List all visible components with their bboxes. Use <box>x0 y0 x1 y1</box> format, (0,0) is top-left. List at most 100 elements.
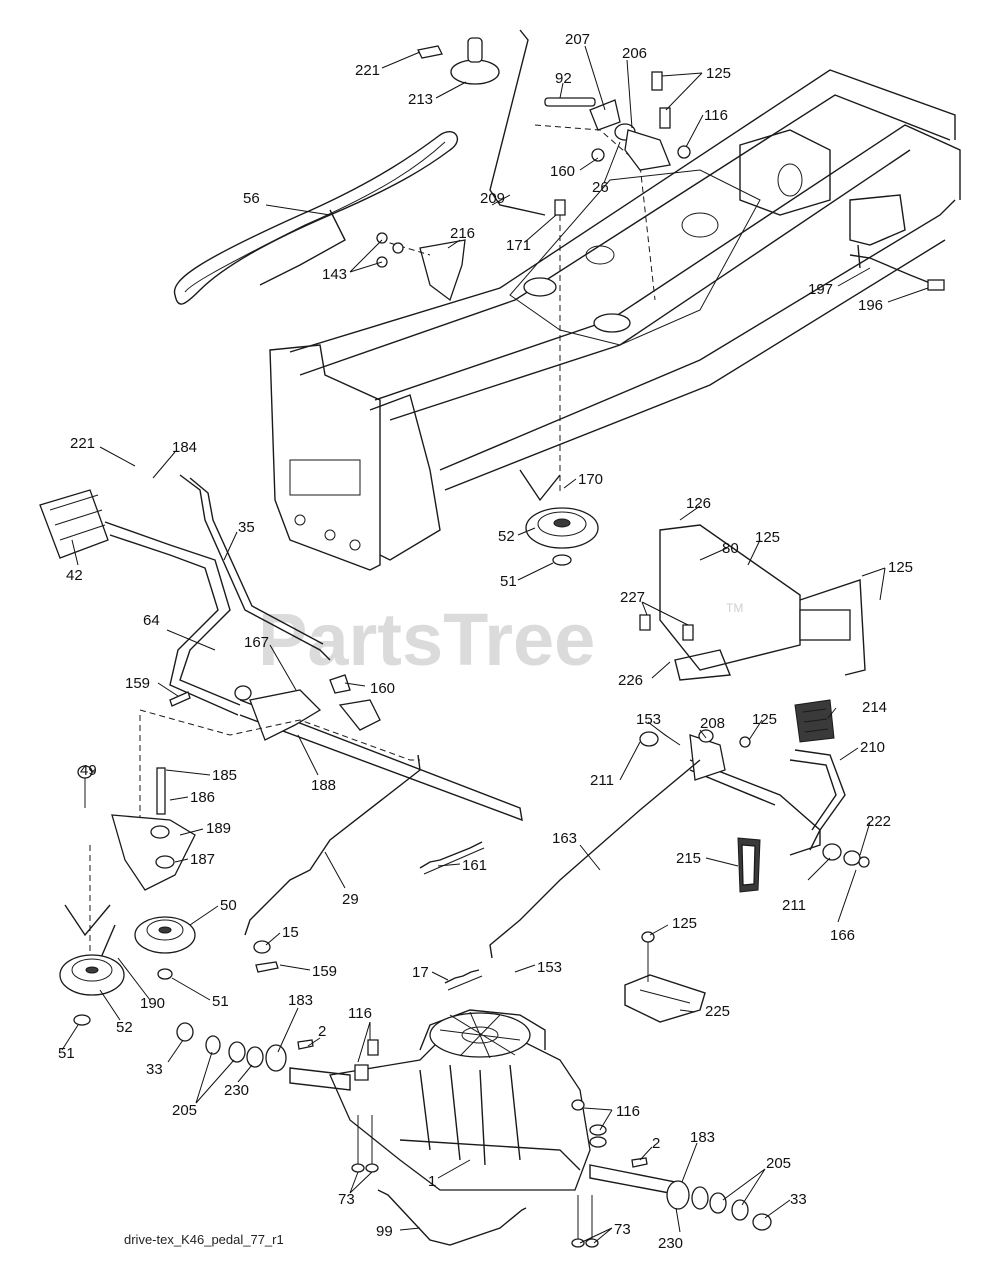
callout-125e: 125 <box>672 915 697 932</box>
callout-160b: 160 <box>370 680 395 697</box>
pedal-pad-215 <box>737 837 761 893</box>
callout-51: 51 <box>500 573 517 590</box>
callout-143: 143 <box>322 266 347 283</box>
diagram-caption: drive-tex_K46_pedal_77_r1 <box>124 1232 284 1247</box>
callout-161: 161 <box>462 857 487 874</box>
callout-116b: 116 <box>348 1005 372 1022</box>
callout-126: 126 <box>686 495 711 512</box>
right-axle-hardware <box>631 1157 772 1231</box>
idler-pulley-center <box>519 469 599 566</box>
rod-99 <box>377 1189 527 1246</box>
callout-185: 185 <box>212 767 237 784</box>
callout-226: 226 <box>618 672 643 689</box>
partstree-watermark: PartsTree <box>258 598 595 681</box>
clevis-pin-15 <box>169 691 279 973</box>
callout-159: 159 <box>125 675 150 692</box>
leader-lines <box>61 45 929 1244</box>
linkage-rod-29 <box>244 754 421 936</box>
callout-29: 29 <box>342 891 359 908</box>
callout-80: 80 <box>722 540 739 557</box>
left-axle-hardware <box>176 1022 314 1072</box>
callout-221b: 221 <box>70 435 95 452</box>
callout-159b: 159 <box>312 963 337 980</box>
top-small-parts <box>417 29 691 301</box>
callout-166: 166 <box>830 927 855 944</box>
idler-pulley-left <box>59 904 125 1026</box>
callout-125c: 125 <box>888 559 913 576</box>
control-rod-35 <box>179 474 331 661</box>
callout-56: 56 <box>243 190 260 207</box>
callout-2b: 2 <box>652 1135 660 1152</box>
callout-211: 211 <box>590 772 614 789</box>
callout-99: 99 <box>376 1223 393 1240</box>
bracket-216 <box>376 232 466 302</box>
callout-183: 183 <box>288 992 313 1009</box>
callout-163: 163 <box>552 830 577 847</box>
callout-230b: 230 <box>658 1235 683 1252</box>
callout-211b: 211 <box>782 897 806 914</box>
hand-grip-42 <box>39 489 109 559</box>
brake-link-197 <box>849 244 945 291</box>
callout-52b: 52 <box>116 1019 133 1036</box>
callout-196: 196 <box>858 297 883 314</box>
callout-221: 221 <box>355 62 380 79</box>
callout-208: 208 <box>700 715 725 732</box>
callout-33b: 33 <box>790 1191 807 1208</box>
callout-206: 206 <box>622 45 647 62</box>
callout-230: 230 <box>224 1082 249 1099</box>
callout-190: 190 <box>140 995 165 1012</box>
callout-52: 52 <box>498 528 515 545</box>
callout-210: 210 <box>860 739 885 756</box>
callout-216: 216 <box>450 225 475 242</box>
callout-26: 26 <box>592 179 609 196</box>
callout-222: 222 <box>866 813 891 830</box>
callout-153b: 153 <box>537 959 562 976</box>
callout-17: 17 <box>412 964 429 981</box>
callout-116c: 116 <box>616 1103 640 1120</box>
callout-167: 167 <box>244 634 269 651</box>
callout-188: 188 <box>311 777 336 794</box>
bracket-80 <box>639 524 866 681</box>
callout-215: 215 <box>676 850 701 867</box>
callout-33: 33 <box>146 1061 163 1078</box>
callout-116: 116 <box>704 107 728 124</box>
callout-197: 197 <box>808 281 833 298</box>
callout-187: 187 <box>190 851 215 868</box>
idler-pulley-50 <box>134 916 196 980</box>
callout-186: 186 <box>190 789 215 806</box>
callout-209: 209 <box>480 190 505 207</box>
callout-227: 227 <box>620 589 645 606</box>
lever-rod-64 <box>104 521 523 822</box>
callout-125: 125 <box>706 65 731 82</box>
callout-50: 50 <box>220 897 237 914</box>
chassis-frame <box>269 69 961 571</box>
callout-213: 213 <box>408 91 433 108</box>
callout-51b: 51 <box>212 993 229 1010</box>
callout-35: 35 <box>238 519 255 536</box>
pedal-rod-163 <box>489 759 701 959</box>
callout-42: 42 <box>66 567 83 584</box>
pedal-bracket-208 <box>639 729 751 781</box>
callout-125b: 125 <box>755 529 780 546</box>
callout-51c: 51 <box>58 1045 75 1062</box>
callout-160: 160 <box>550 163 575 180</box>
callout-189: 189 <box>206 820 231 837</box>
drive-belt <box>173 131 459 305</box>
callout-225: 225 <box>705 1003 730 1020</box>
spring-161 <box>419 841 485 875</box>
callout-214: 214 <box>862 699 887 716</box>
callout-labels: 221 213 207 206 125 92 116 160 26 56 209… <box>58 31 913 1252</box>
pedal-washers-right <box>822 843 870 868</box>
lever-bracket-167 <box>139 674 420 845</box>
callout-73: 73 <box>338 1191 355 1208</box>
callout-205b: 205 <box>766 1155 791 1172</box>
callout-15: 15 <box>282 924 299 941</box>
callout-1: 1 <box>428 1173 436 1190</box>
callout-207: 207 <box>565 31 590 48</box>
callout-183b: 183 <box>690 1129 715 1146</box>
transaxle-assembly <box>289 1009 681 1248</box>
callout-64: 64 <box>143 612 160 629</box>
callout-49: 49 <box>80 762 97 779</box>
callout-153: 153 <box>636 711 661 728</box>
